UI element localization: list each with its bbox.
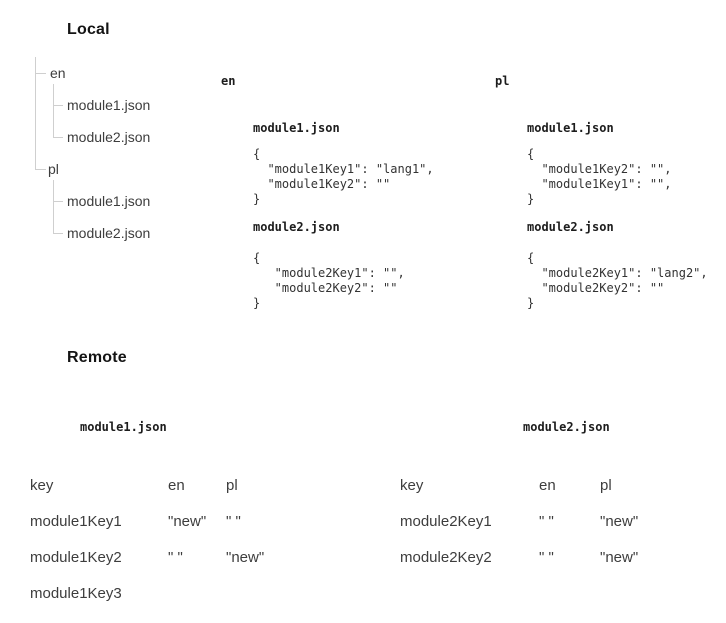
table-cell-pl: "new" — [600, 549, 639, 566]
tree-item-en-module1: module1.json — [67, 97, 151, 113]
code-en-module1: { "module1Key1": "lang1", "module1Key2":… — [253, 147, 434, 206]
file-label-en-module2: module2.json — [253, 220, 340, 234]
column-header-key: key — [30, 477, 54, 494]
file-label-pl-module2: module2.json — [527, 220, 614, 234]
file-label-en-module1: module1.json — [253, 121, 340, 135]
tree-item-en: en — [50, 65, 66, 81]
remote-file-label-module1: module1.json — [80, 420, 167, 434]
column-header-en: en — [168, 477, 185, 494]
table-cell-en: " " — [168, 549, 183, 566]
table-cell-key: module2Key2 — [400, 549, 492, 566]
tree-item-en-module2: module2.json — [67, 129, 151, 145]
table-cell-en: " " — [539, 513, 554, 530]
table-cell-en: "new" — [168, 513, 207, 530]
table-cell-key: module1Key1 — [30, 513, 122, 530]
code-pl-module2: { "module2Key1": "lang2", "module2Key2":… — [527, 251, 708, 310]
table-cell-key: module1Key3 — [30, 585, 122, 602]
tree-line-tick-en-module2 — [53, 137, 63, 138]
lang-label-pl: pl — [495, 74, 510, 88]
tree-item-pl-module1: module1.json — [67, 193, 151, 209]
code-pl-module1: { "module1Key2": "", "module1Key1": "", … — [527, 147, 672, 206]
table-cell-pl: "new" — [600, 513, 639, 530]
table-cell-key: module2Key1 — [400, 513, 492, 530]
table-cell-key: module1Key2 — [30, 549, 122, 566]
tree-line-vertical-root — [35, 57, 36, 169]
remote-file-label-module2: module2.json — [523, 420, 610, 434]
table-cell-pl: "new" — [226, 549, 265, 566]
table-cell-en: " " — [539, 549, 554, 566]
remote-table-module2: key en pl module2Key1 " " "new" module2K… — [400, 477, 726, 585]
tree-item-pl-module2: module2.json — [67, 225, 151, 241]
tree-line-tick-pl-module2 — [53, 233, 63, 234]
remote-section-title: Remote — [67, 349, 127, 366]
tree-line-vertical-en — [53, 84, 54, 137]
file-label-pl-module1: module1.json — [527, 121, 614, 135]
remote-table-module1: key en pl module1Key1 "new" " " module1K… — [30, 477, 370, 621]
column-header-pl: pl — [600, 477, 612, 494]
tree-item-pl: pl — [48, 161, 59, 177]
tree-line-tick-en-module1 — [53, 105, 63, 106]
table-cell-pl: " " — [226, 513, 241, 530]
tree-line-tick-pl — [35, 169, 46, 170]
lang-label-en: en — [221, 74, 236, 88]
code-en-module2: { "module2Key1": "", "module2Key2": "" } — [253, 251, 405, 310]
column-header-en: en — [539, 477, 556, 494]
column-header-pl: pl — [226, 477, 238, 494]
column-header-key: key — [400, 477, 424, 494]
tree-line-tick-pl-module1 — [53, 201, 63, 202]
tree-line-vertical-pl — [53, 180, 54, 233]
tree-line-tick-en — [35, 73, 46, 74]
local-section-title: Local — [67, 21, 110, 38]
